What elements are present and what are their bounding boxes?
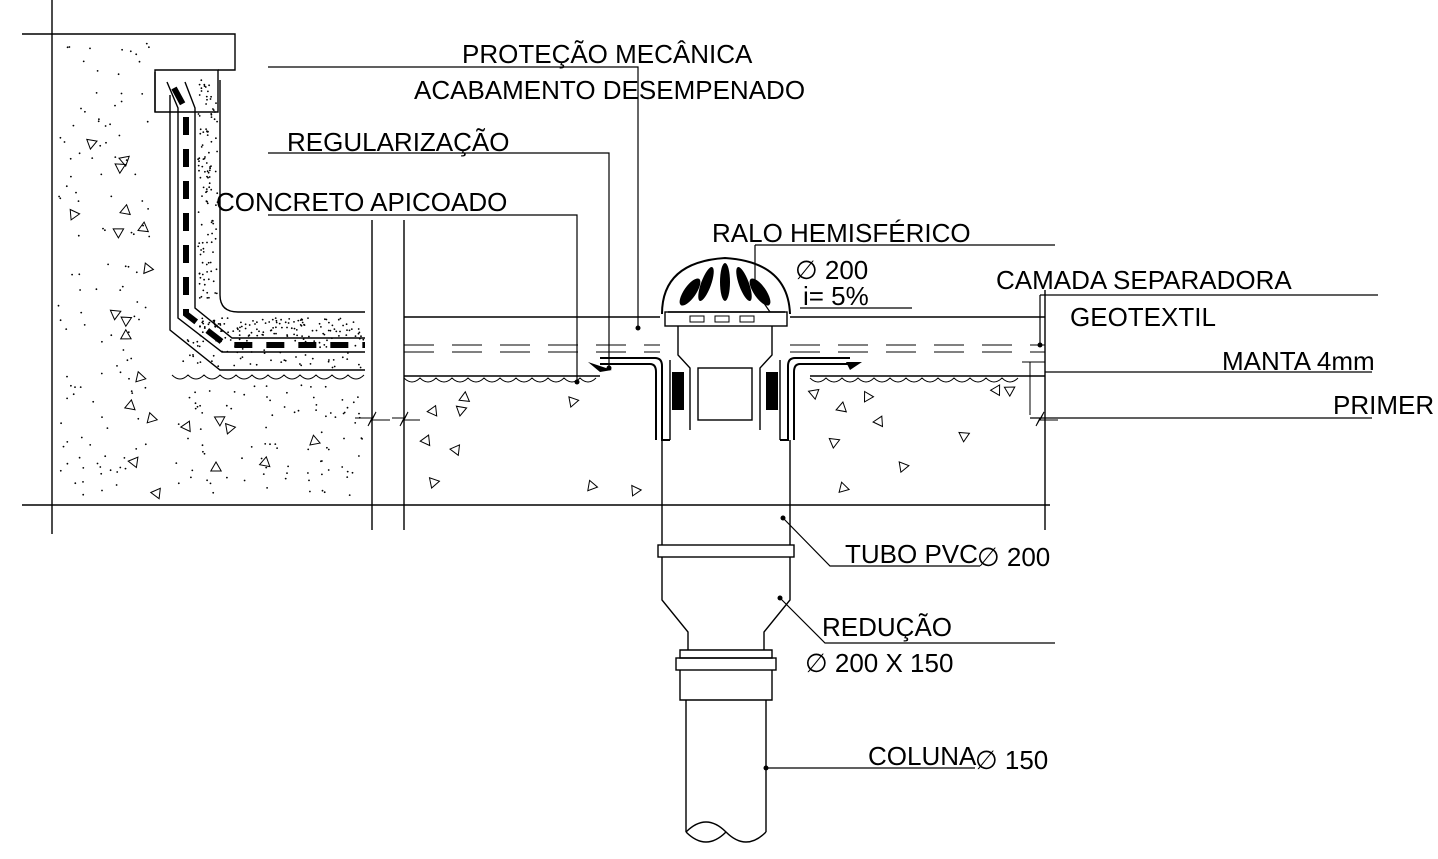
- label-concreto: CONCRETO APICOADO: [216, 187, 507, 217]
- break-lines: [355, 220, 1058, 530]
- label-coluna-diameter: ∅ 150: [975, 745, 1048, 775]
- slab-concrete-hatch: [419, 384, 1016, 497]
- label-primer: PRIMER: [1333, 390, 1434, 420]
- wall-membrane: [166, 81, 365, 353]
- label-inclinacao: i= 5%: [803, 281, 869, 311]
- label-tubo: TUBO PVC: [845, 539, 978, 569]
- wall-concrete-hatch: [57, 42, 363, 500]
- label-reducao-diameter: ∅ 200 X 150: [805, 648, 953, 678]
- slab-primer-wave: [403, 377, 1019, 383]
- label-acabamento: ACABAMENTO DESEMPENADO: [414, 75, 805, 105]
- leader-lines: [268, 66, 1378, 771]
- label-tubo-diameter: ∅ 200: [977, 542, 1050, 572]
- label-ralo: RALO HEMISFÉRICO: [712, 218, 971, 248]
- label-ralo-diameter: ∅ 200: [795, 255, 868, 285]
- label-coluna: COLUNA: [868, 741, 977, 771]
- slab-layers: [404, 290, 1046, 530]
- label-reducao: REDUÇÃO: [822, 612, 952, 642]
- label-manta: MANTA 4mm: [1222, 346, 1375, 376]
- annotation-labels: PROTEÇÃO MECÂNICA ACABAMENTO DESEMPENADO…: [216, 39, 1434, 775]
- label-regularizacao: REGULARIZAÇÃO: [287, 127, 510, 157]
- label-geotextil: GEOTEXTIL: [1070, 302, 1216, 332]
- drain-assembly: [588, 256, 862, 843]
- label-camada: CAMADA SEPARADORA: [996, 265, 1292, 295]
- wall-screed-hatch: [182, 79, 365, 369]
- label-protecao-mecanica: PROTEÇÃO MECÂNICA: [462, 39, 753, 69]
- wall-primer-wave: [171, 374, 365, 380]
- parapet-wall: [22, 0, 1050, 534]
